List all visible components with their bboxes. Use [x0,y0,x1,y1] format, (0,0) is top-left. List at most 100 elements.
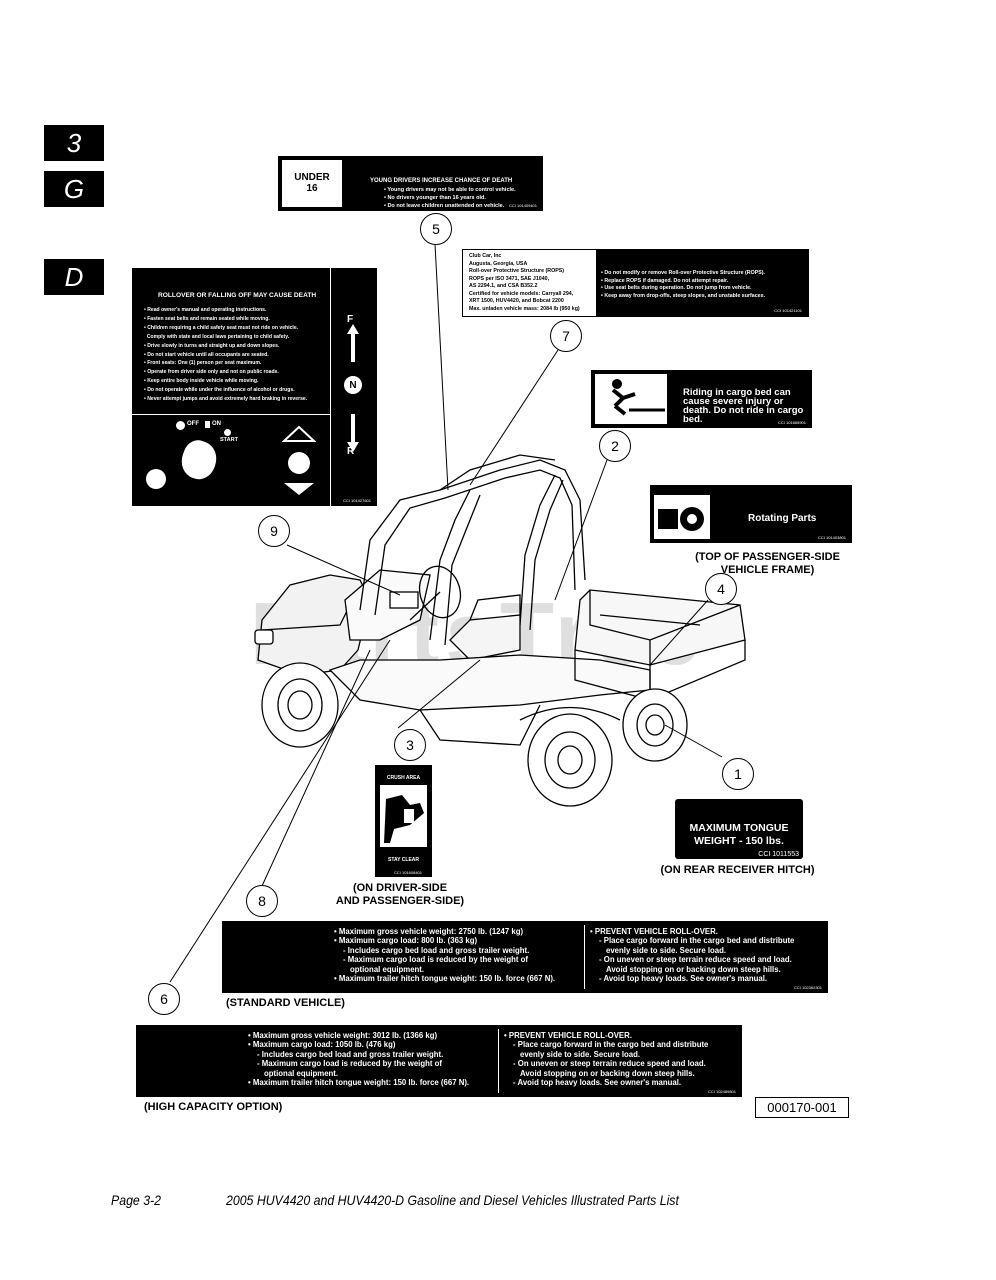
rops-left-line: Roll-over Protective Structure (ROPS) [469,268,565,274]
gear-selector-panel: F N R CCI 101427601 [331,268,377,506]
under-16-title: YOUNG DRIVERS INCREASE CHANCE OF DEATH [370,178,513,184]
callout-2[interactable]: 2 [599,430,631,462]
under-16-line: • No drivers younger than 16 years old. [384,195,486,201]
rollover-text-panel: ROLLOVER OR FALLING OFF MAY CAUSE DEATH … [132,268,330,412]
rollover-line: • Keep entire body inside vehicle while … [144,378,259,385]
rops-right-line: • Use seat belts during operation. Do no… [601,285,752,291]
high-capacity-left-line: • Maximum trailer hitch tongue weight: 1… [248,1078,470,1088]
standard-caption: (STANDARD VEHICLE) [226,997,345,1009]
section-tab-g[interactable]: G [44,171,104,207]
standard-left-line: • Maximum trailer hitch tongue weight: 1… [334,974,556,984]
callout-6[interactable]: 6 [148,983,180,1015]
standard-left-line: • Maximum cargo load: 800 lb. (363 kg) [334,936,478,946]
standard-left-line: - Maximum cargo load is reduced by the w… [343,955,528,965]
standard-divider [584,925,585,989]
on-label: ON [212,421,221,427]
riding-cargo-text: Riding in cargo bed can cause severe inj… [683,387,804,425]
rops-left-line: AS 2294.1, and CSA B352.2 [469,283,538,289]
rollover-lines: • Read owner's manual and operating inst… [144,306,307,404]
high-capacity-right-line: - Place cargo forward in the cargo bed a… [513,1040,709,1050]
driver-side-caption-line1: (ON DRIVER-SIDE [352,882,448,894]
figure-number: 000170-001 [755,1097,849,1118]
rollover-code: CCI 101427601 [342,498,371,503]
controls-panel: OFF ON START [132,415,330,506]
riding-cargo-code: CCI 101665901 [777,420,806,425]
rotating-parts-label: Rotating Parts CCI 101403801 [650,485,852,543]
section-tab-d[interactable]: D [44,259,104,295]
rops-left-line: XRT 1500, HUV4420, and Bobcat 2200 [469,298,564,304]
standard-right-line: Avoid stopping on or backing down steep … [606,964,781,974]
rops-left-line: Certified for vehicle models: Carryall 2… [469,290,574,297]
callout-7[interactable]: 7 [550,320,582,352]
rops-right-line: • Do not modify or remove Roll-over Prot… [601,270,766,276]
rollover-divider-h [132,414,330,415]
high-capacity-left-line: optional equipment. [264,1068,339,1078]
rollover-line: • Do not start vehicle until all occupan… [144,351,269,358]
max-tongue-line2: WEIGHT - 150 lbs. [694,835,784,847]
rollover-title: ROLLOVER OR FALLING OFF MAY CAUSE DEATH [158,292,317,299]
under-16-line: • Young drivers may not be able to contr… [384,187,516,193]
callout-8[interactable]: 8 [246,885,278,917]
standard-left-text: • Maximum gross vehicle weight: 2750 lb.… [334,927,555,983]
high-capacity-left-line: - Maximum cargo load is reduced by the w… [257,1059,442,1069]
callout-4[interactable]: 4 [705,573,737,605]
max-tongue-weight-label: MAXIMUM TONGUE WEIGHT - 150 lbs. CCI 101… [675,799,803,859]
standard-right-line: - On uneven or steep terrain reduce spee… [599,955,792,965]
rollover-line: • Children requiring a child safety seat… [144,324,299,331]
high-capacity-right-line: evenly side to side. Secure load. [520,1049,641,1059]
standard-right-line: evenly side to side. Secure load. [606,945,727,955]
rops-code: CCI 101421101 [774,308,802,313]
rollover-line: • Never attempt jumps and avoid extremel… [144,396,308,403]
rotating-parts-code: CCI 101403801 [817,535,846,540]
rollover-line: Comply with state and local laws pertain… [144,333,290,340]
reverse-label: R [347,446,355,457]
riding-cargo-warning-label: Riding in cargo bed can cause severe inj… [591,370,812,428]
rollover-divider-v [330,268,331,506]
pedal-indicator-icons [282,425,316,495]
arrow-up-icon [347,324,359,362]
callout-9[interactable]: 9 [258,515,290,547]
under-16-warning-label: UNDER 16 YOUNG DRIVERS INCREASE CHANCE O… [278,156,543,211]
high-capacity-left-line: • Maximum gross vehicle weight: 3012 lb.… [248,1031,438,1040]
high-capacity-right-line: - Avoid top heavy loads. See owner's man… [513,1078,682,1088]
under-16-badge-top: UNDER [294,172,330,183]
under-16-badge-bottom: 16 [306,183,318,194]
top-frame-caption: (TOP OF PASSENGER-SIDE VEHICLE FRAME) [650,551,885,577]
rollover-line: • Fasten seat belts and remain seated wh… [144,315,270,322]
rops-label: Club Car, Inc Augusta, Georgia, USA Roll… [462,249,809,317]
neutral-label: N [344,376,362,394]
accelerator-pedal-icon [176,436,222,484]
rollover-line: • Drive slowly in turns and straight up … [144,342,280,349]
top-frame-caption-line2: VEHICLE FRAME) [720,564,815,576]
rops-right-line: • Replace ROPS if damaged. Do not attemp… [601,277,729,284]
high-capacity-left-line: - Includes cargo bed load and gross trai… [257,1049,444,1059]
hand-crush-icon [380,785,427,847]
rear-hitch-caption: (ON REAR RECEIVER HITCH) [660,864,815,876]
on-indicator [205,421,210,428]
section-tab-3[interactable]: 3 [44,125,104,161]
high-capacity-divider [498,1029,499,1093]
high-capacity-code: CCI 102489801 [707,1089,736,1094]
high-capacity-right-text: • PREVENT VEHICLE ROLL-OVER. - Place car… [504,1031,708,1087]
high-capacity-left-text: • Maximum gross vehicle weight: 3012 lb.… [248,1031,469,1087]
standard-right-text: • PREVENT VEHICLE ROLL-OVER. - Place car… [590,927,794,983]
rollover-line: • Operate from driver side only and not … [144,369,279,376]
driver-side-caption: (ON DRIVER-SIDE AND PASSENGER-SIDE) [310,882,490,908]
footer-title: 2005 HUV4420 and HUV4420-D Gasoline and … [226,1192,679,1208]
brake-pedal-icon [146,469,166,489]
callout-1[interactable]: 1 [722,758,754,790]
crush-area-label: CRUSH AREA STAY CLEAR CCI 101608401 [375,765,432,877]
callout-3[interactable]: 3 [394,729,426,761]
callout-5[interactable]: 5 [420,213,452,245]
forward-label: F [347,314,354,325]
under-16-line: • Do not leave children unattended on ve… [384,203,505,209]
rops-left-line: ROPS per ISO 3471, SAE J1040, [469,275,550,282]
start-indicator [224,429,231,436]
high-capacity-right-line: Avoid stopping on or backing down steep … [520,1068,695,1078]
high-capacity-label: • Maximum gross vehicle weight: 3012 lb.… [136,1025,742,1097]
top-frame-caption-line1: (TOP OF PASSENGER-SIDE [695,551,840,563]
high-capacity-right-line: • PREVENT VEHICLE ROLL-OVER. [504,1031,632,1040]
rops-right-text: • Do not modify or remove Roll-over Prot… [601,270,765,300]
high-capacity-caption: (HIGH CAPACITY OPTION) [144,1101,283,1113]
rops-right-line: • Keep away from drop-offs, steep slopes… [601,292,766,299]
